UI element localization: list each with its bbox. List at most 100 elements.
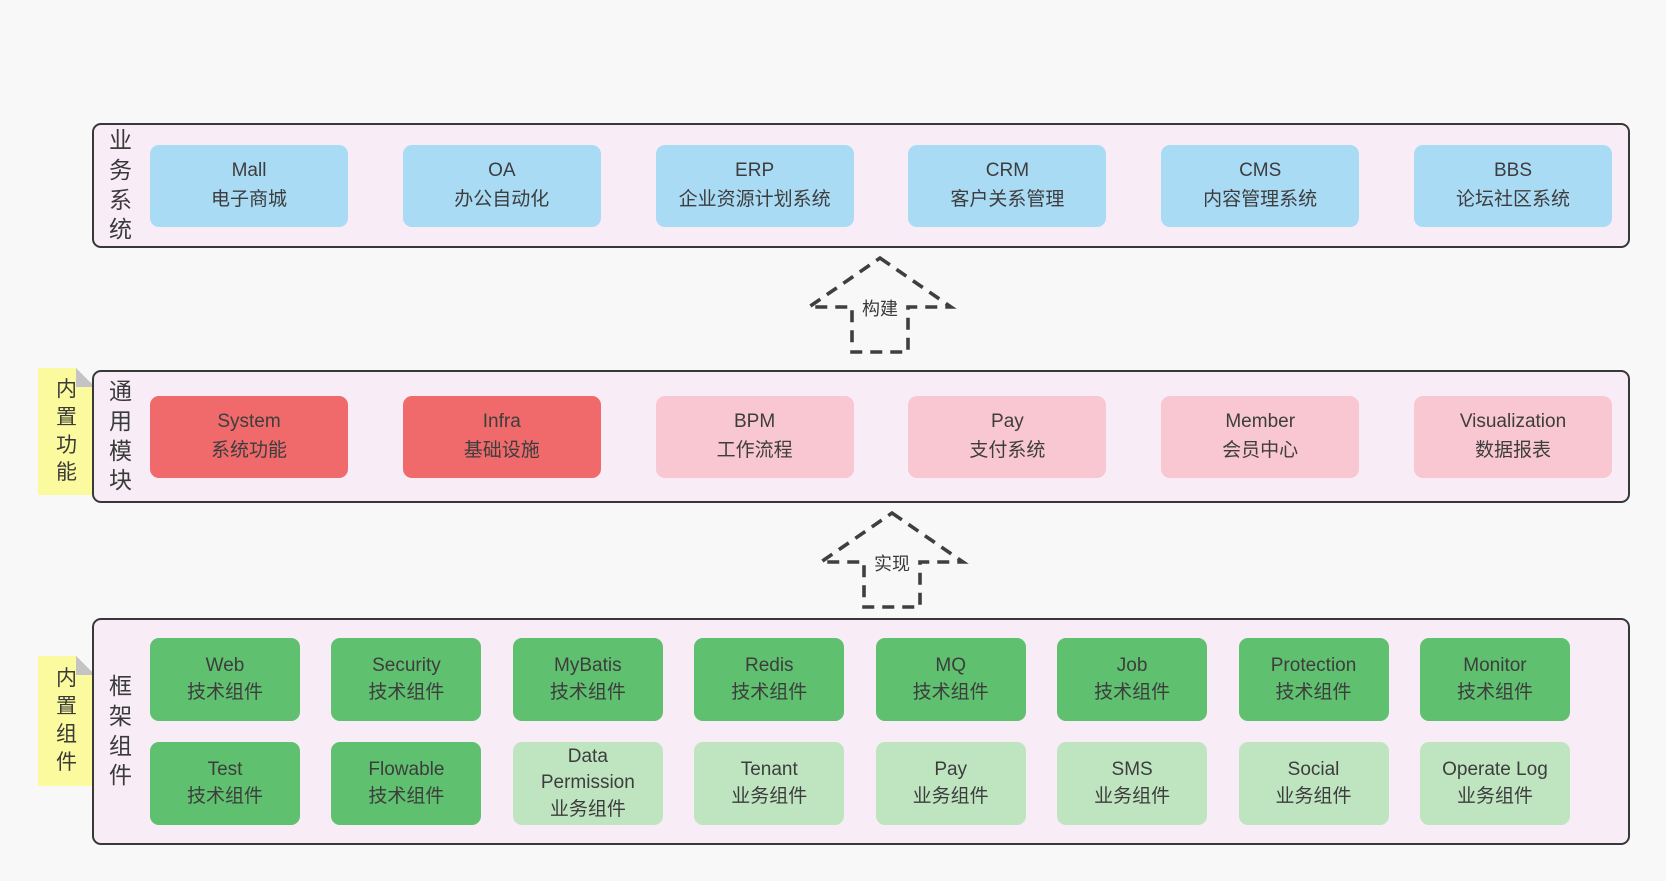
box-test: Test 技术组件 xyxy=(150,742,300,825)
box-subtitle: 内容管理系统 xyxy=(1203,188,1318,210)
box-subtitle: 业务组件 xyxy=(912,785,989,807)
layer-label: 通用模块 xyxy=(109,377,132,494)
layer-label: 业务系统 xyxy=(109,126,132,243)
box-subtitle: 数据报表 xyxy=(1474,439,1551,461)
box-title: CMS xyxy=(1239,160,1282,181)
box-title: Test xyxy=(207,758,243,780)
box-visualization: Visualization 数据报表 xyxy=(1413,395,1612,478)
box-title: Monitor xyxy=(1463,654,1527,676)
folded-corner-icon xyxy=(76,656,95,675)
box-pay-module: Pay 支付系统 xyxy=(908,395,1107,478)
box-infra: Infra 基础设施 xyxy=(402,395,601,478)
box-subtitle: 企业资源计划系统 xyxy=(678,188,831,210)
box-title: Member xyxy=(1225,411,1296,432)
box-title: Redis xyxy=(744,654,794,676)
box-title: Pay xyxy=(991,411,1024,432)
box-monitor: Monitor 技术组件 xyxy=(1419,638,1570,721)
box-flowable: Flowable 技术组件 xyxy=(331,742,482,825)
box-subtitle: 电子商城 xyxy=(210,188,287,210)
box-security: Security 技术组件 xyxy=(331,638,482,721)
box-title: SMS xyxy=(1111,758,1153,780)
box-web: Web 技术组件 xyxy=(150,638,300,721)
box-title: Tenant xyxy=(740,758,798,780)
folded-corner-icon xyxy=(76,368,95,387)
box-subtitle: 工作流程 xyxy=(716,439,793,461)
box-operate-log: Operate Log 业务组件 xyxy=(1419,742,1570,825)
box-mall: Mall 电子商城 xyxy=(150,144,348,227)
box-subtitle: 业务组件 xyxy=(549,798,626,820)
box-subtitle: 技术组件 xyxy=(186,785,263,807)
box-mybatis: MyBatis 技术组件 xyxy=(512,638,663,721)
box-subtitle: 技术组件 xyxy=(368,785,445,807)
box-title: BBS xyxy=(1493,160,1532,181)
box-title: Pay xyxy=(934,758,968,780)
layer-common-modules: 通用模块 System 系统功能 Infra 基础设施 BPM 工作流程 Pay… xyxy=(92,370,1630,503)
box-subtitle: 技术组件 xyxy=(1456,681,1533,703)
box-title: ERP xyxy=(735,160,775,181)
box-crm: CRM 客户关系管理 xyxy=(908,144,1107,227)
component-row-2: Test 技术组件 Flowable 技术组件 Data Permission … xyxy=(150,742,1570,825)
box-title: MyBatis xyxy=(554,654,622,676)
sticky-note-text: 内置组件 xyxy=(56,667,77,774)
component-rows: Web 技术组件 Security 技术组件 MyBatis 技术组件 Redi… xyxy=(150,638,1628,825)
box-subtitle: 论坛社区系统 xyxy=(1455,188,1570,210)
sticky-note-builtin-features: 内置功能 xyxy=(38,368,95,495)
box-title: MQ xyxy=(935,654,966,676)
box-title: CRM xyxy=(985,160,1030,181)
sticky-note-builtin-components: 内置组件 xyxy=(38,656,95,786)
box-title: Social xyxy=(1287,758,1340,780)
box-system: System 系统功能 xyxy=(150,395,348,478)
box-subtitle: 系统功能 xyxy=(210,439,287,461)
dashed-up-arrow-icon xyxy=(815,510,969,609)
module-boxes: System 系统功能 Infra 基础设施 BPM 工作流程 Pay 支付系统… xyxy=(150,395,1628,478)
box-title: Security xyxy=(372,654,441,676)
component-row-1: Web 技术组件 Security 技术组件 MyBatis 技术组件 Redi… xyxy=(150,638,1570,721)
box-subtitle: 技术组件 xyxy=(912,681,989,703)
layer-framework-components: 框架组件 Web 技术组件 Security 技术组件 MyBatis 技术组件… xyxy=(92,618,1630,845)
box-subtitle: 业务组件 xyxy=(1275,785,1352,807)
box-bbs: BBS 论坛社区系统 xyxy=(1413,144,1612,227)
box-member: Member 会员中心 xyxy=(1161,395,1360,478)
arrow-build-label: 构建 xyxy=(857,293,903,323)
box-title: Data Permission xyxy=(540,745,635,794)
arrow-implement: 实现 xyxy=(812,505,972,613)
box-subtitle: 技术组件 xyxy=(186,681,263,703)
box-pay-component: Pay 业务组件 xyxy=(875,742,1026,825)
box-subtitle: 技术组件 xyxy=(368,681,445,703)
business-boxes: Mall 电子商城 OA 办公自动化 ERP 企业资源计划系统 CRM 客户关系… xyxy=(150,144,1628,227)
box-subtitle: 技术组件 xyxy=(1275,681,1352,703)
box-protection: Protection 技术组件 xyxy=(1238,638,1389,721)
box-title: Visualization xyxy=(1459,411,1567,432)
dashed-up-arrow-icon xyxy=(803,255,957,354)
box-mq: MQ 技术组件 xyxy=(875,638,1026,721)
box-subtitle: 技术组件 xyxy=(731,681,808,703)
arrow-implement-label: 实现 xyxy=(869,548,915,578)
box-erp: ERP 企业资源计划系统 xyxy=(655,144,854,227)
layer-business-systems: 业务系统 Mall 电子商城 OA 办公自动化 ERP 企业资源计划系统 CRM… xyxy=(92,123,1630,248)
box-subtitle: 会员中心 xyxy=(1222,439,1299,461)
box-subtitle: 基础设施 xyxy=(463,439,540,461)
box-social: Social 业务组件 xyxy=(1238,742,1389,825)
box-job: Job 技术组件 xyxy=(1057,638,1208,721)
box-subtitle: 办公自动化 xyxy=(454,188,550,210)
box-sms: SMS 业务组件 xyxy=(1057,742,1208,825)
box-title: Mall xyxy=(231,160,267,181)
box-title: System xyxy=(217,411,281,432)
box-title: OA xyxy=(488,160,516,181)
box-subtitle: 业务组件 xyxy=(1456,785,1533,807)
box-title: Infra xyxy=(482,411,521,432)
box-subtitle: 业务组件 xyxy=(731,785,808,807)
box-data-permission: Data Permission 业务组件 xyxy=(512,742,663,825)
box-subtitle: 技术组件 xyxy=(1094,681,1171,703)
box-title: Protection xyxy=(1270,654,1357,676)
sticky-note-text: 内置功能 xyxy=(56,377,77,485)
box-title: Operate Log xyxy=(1442,758,1548,780)
box-title: Flowable xyxy=(368,758,445,780)
box-subtitle: 支付系统 xyxy=(969,439,1046,461)
box-tenant: Tenant 业务组件 xyxy=(694,742,845,825)
box-title: Job xyxy=(1116,654,1148,676)
box-oa: OA 办公自动化 xyxy=(402,144,601,227)
layer-label: 框架组件 xyxy=(109,672,132,789)
arrow-build: 构建 xyxy=(800,250,960,358)
